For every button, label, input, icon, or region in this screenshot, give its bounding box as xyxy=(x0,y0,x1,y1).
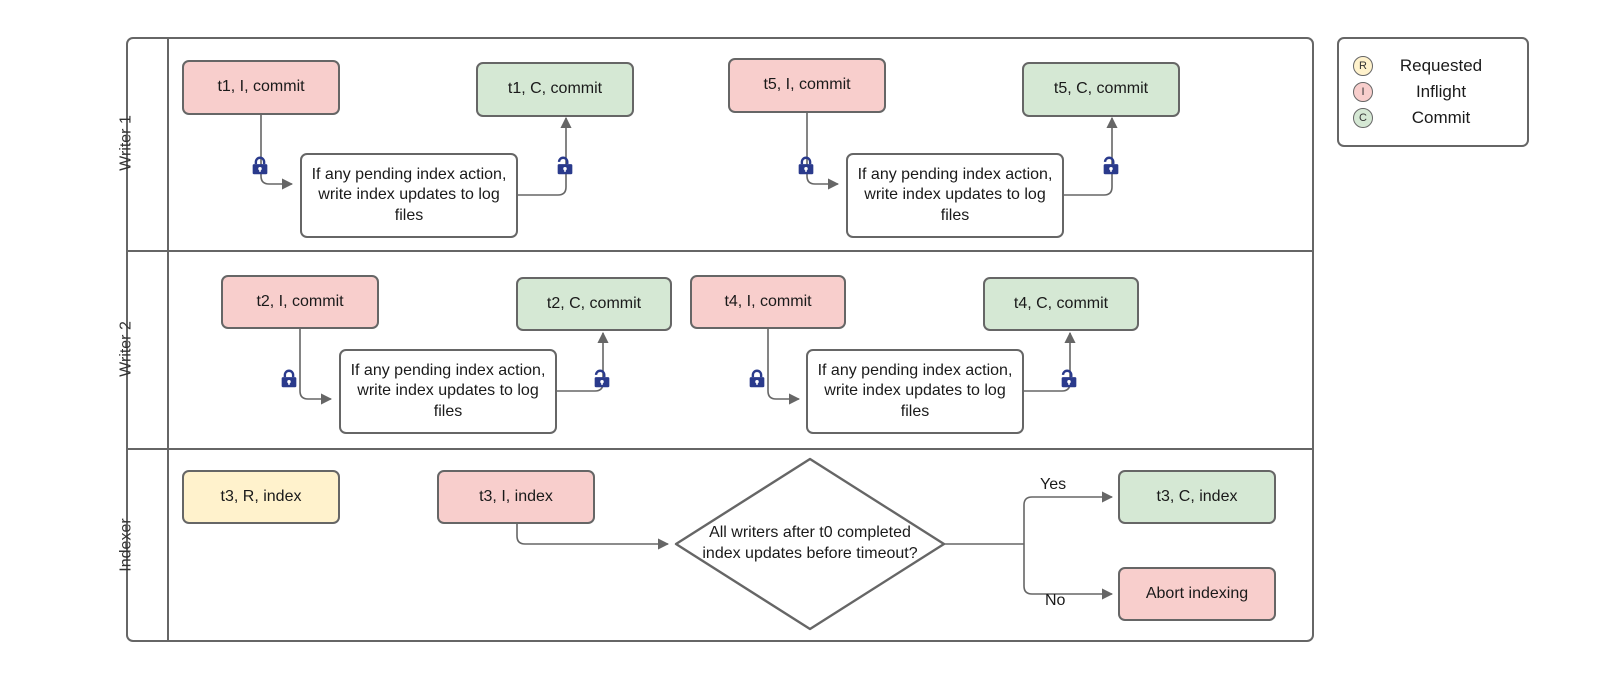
node-w2-process-1[interactable]: If any pending index action, write index… xyxy=(339,349,557,434)
legend-label-requested: Requested xyxy=(1399,56,1483,75)
edge-label-yes: Yes xyxy=(1040,476,1067,493)
swimlane-pool xyxy=(126,37,1314,642)
node-w2-t2-commit[interactable]: t2, C, commit xyxy=(516,277,672,331)
legend-panel: R Requested I Inflight C Commit xyxy=(1337,37,1529,147)
node-w1-process-1[interactable]: If any pending index action, write index… xyxy=(300,153,518,238)
node-w1-process-2[interactable]: If any pending index action, write index… xyxy=(846,153,1064,238)
node-w1-t5-commit[interactable]: t5, C, commit xyxy=(1022,62,1180,117)
badge-inflight-icon: I xyxy=(1353,82,1373,102)
lock-closed-icon xyxy=(749,369,765,388)
lock-open-icon xyxy=(1103,156,1119,175)
lock-closed-icon xyxy=(798,156,814,175)
lock-open-icon xyxy=(1061,369,1077,388)
lane-label-column-divider xyxy=(167,37,169,642)
legend-label-inflight: Inflight xyxy=(1415,82,1467,101)
lock-open-icon xyxy=(594,369,610,388)
legend-item-requested: R Requested xyxy=(1353,53,1513,79)
node-w2-t4-commit[interactable]: t4, C, commit xyxy=(983,277,1139,331)
lane-divider-2 xyxy=(126,448,1314,450)
lock-open-icon xyxy=(557,156,573,175)
node-w2-t4-inflight[interactable]: t4, I, commit xyxy=(690,275,846,329)
node-w1-t5-inflight[interactable]: t5, I, commit xyxy=(728,58,886,113)
lane-label-writer-2: Writer 2 xyxy=(117,321,134,377)
node-w2-process-2[interactable]: If any pending index action, write index… xyxy=(806,349,1024,434)
lane-divider-1 xyxy=(126,250,1314,252)
legend-item-inflight: I Inflight xyxy=(1353,79,1513,105)
node-idx-t3-commit[interactable]: t3, C, index xyxy=(1118,470,1276,524)
edge-label-no: No xyxy=(1045,592,1066,609)
node-w2-t2-inflight[interactable]: t2, I, commit xyxy=(221,275,379,329)
node-idx-t3-requested[interactable]: t3, R, index xyxy=(182,470,340,524)
legend-label-commit: Commit xyxy=(1411,108,1471,127)
node-idx-abort[interactable]: Abort indexing xyxy=(1118,567,1276,621)
lane-label-indexer: Indexer xyxy=(117,518,134,572)
legend-item-commit: C Commit xyxy=(1353,105,1513,131)
badge-commit-icon: C xyxy=(1353,108,1373,128)
node-w1-t1-commit[interactable]: t1, C, commit xyxy=(476,62,634,117)
badge-requested-icon: R xyxy=(1353,56,1373,76)
lock-closed-icon xyxy=(281,369,297,388)
lock-closed-icon xyxy=(252,156,268,175)
lane-label-writer-1: Writer 1 xyxy=(117,115,134,171)
node-w1-t1-inflight[interactable]: t1, I, commit xyxy=(182,60,340,115)
node-idx-t3-inflight[interactable]: t3, I, index xyxy=(437,470,595,524)
